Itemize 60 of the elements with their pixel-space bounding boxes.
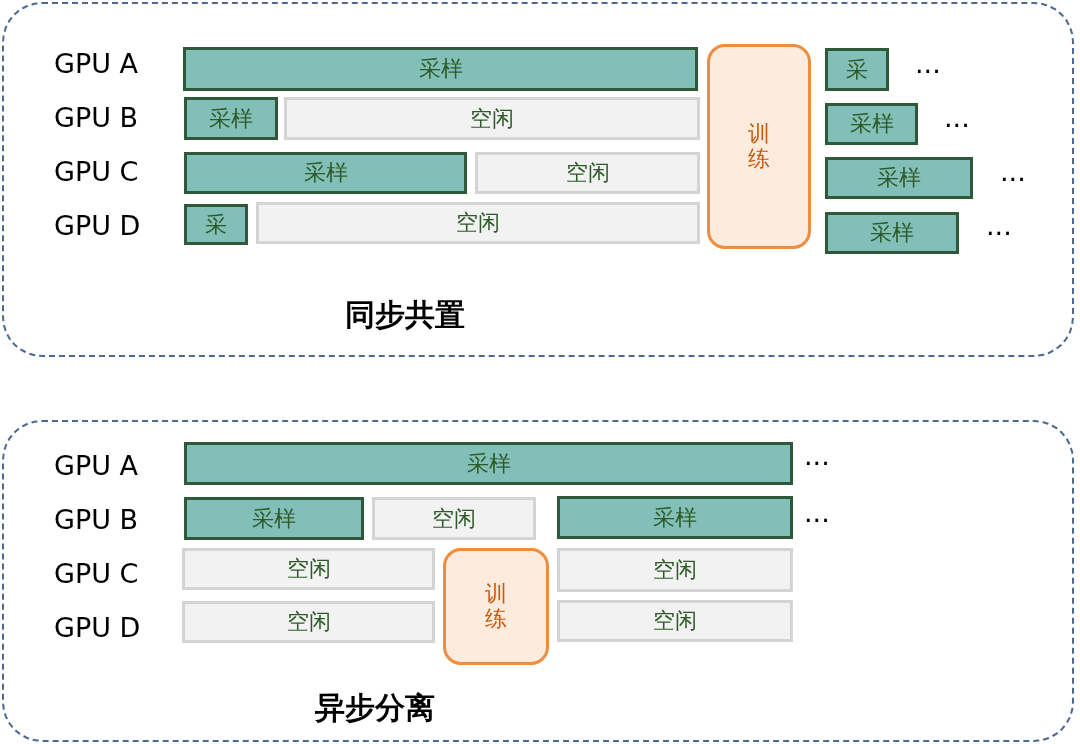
ellipsis: ··· xyxy=(804,507,830,534)
sampling-bar xyxy=(825,48,889,91)
bar-label: 空闲 xyxy=(286,555,331,583)
bar-label: 采样 xyxy=(653,503,697,532)
bar-label: 空闲 xyxy=(470,104,514,133)
panel-title: 同步共置 xyxy=(345,296,465,334)
sampling-bar xyxy=(184,97,278,140)
bar-label: 采样 xyxy=(252,504,296,533)
sampling-bar xyxy=(825,157,973,199)
bar-label: 采样 xyxy=(877,164,921,192)
idle-bar xyxy=(557,600,793,642)
bar-label: 采样 xyxy=(849,110,894,138)
dashed-panel xyxy=(2,2,1074,357)
panel-title: 异步分离 xyxy=(315,689,435,727)
gpu-label: GPU A xyxy=(54,50,139,77)
ellipsis: ··· xyxy=(915,58,941,85)
gpu-label: GPU B xyxy=(54,506,139,533)
dashed-panel xyxy=(2,420,1074,742)
training-label: 训练 xyxy=(748,122,770,171)
idle-bar xyxy=(182,601,435,643)
bar-label: 采样 xyxy=(209,104,253,133)
ellipsis: ··· xyxy=(944,112,970,139)
sampling-bar xyxy=(184,204,248,245)
gpu-label: GPU D xyxy=(54,614,141,641)
sampling-bar xyxy=(825,212,959,254)
ellipsis: ··· xyxy=(986,220,1012,247)
sampling-bar xyxy=(184,442,793,485)
idle-bar xyxy=(182,548,435,590)
idle-bar xyxy=(256,202,700,244)
ellipsis: ··· xyxy=(804,450,830,477)
sampling-bar xyxy=(557,496,793,539)
idle-bar xyxy=(284,97,700,140)
training-label: 训练 xyxy=(485,582,507,631)
bar-label: 采 xyxy=(205,210,227,239)
training-box xyxy=(707,44,811,249)
bar-label: 空闲 xyxy=(653,607,697,635)
bar-label: 采样 xyxy=(466,449,511,478)
gpu-label: GPU B xyxy=(54,104,139,131)
ellipsis: ··· xyxy=(1000,166,1026,193)
idle-bar xyxy=(475,152,700,194)
gpu-label: GPU D xyxy=(54,212,141,239)
bar-label: 空闲 xyxy=(565,159,610,187)
gpu-label: GPU C xyxy=(54,560,139,587)
bar-label: 空闲 xyxy=(653,556,697,584)
idle-bar xyxy=(372,497,536,540)
sampling-bar xyxy=(184,497,364,540)
bar-label: 空闲 xyxy=(456,209,500,237)
bar-label: 采样 xyxy=(870,219,914,247)
training-box xyxy=(443,548,549,665)
bar-label: 采样 xyxy=(303,159,348,187)
bar-label: 采 xyxy=(846,55,868,84)
sampling-bar xyxy=(183,47,698,91)
sampling-bar xyxy=(184,152,467,194)
bar-label: 空闲 xyxy=(286,608,331,636)
bar-label: 采样 xyxy=(418,55,463,83)
sampling-bar xyxy=(825,103,918,145)
bar-label: 空闲 xyxy=(432,504,476,533)
idle-bar xyxy=(557,548,793,592)
gpu-label: GPU A xyxy=(54,452,139,479)
gpu-label: GPU C xyxy=(54,158,139,185)
